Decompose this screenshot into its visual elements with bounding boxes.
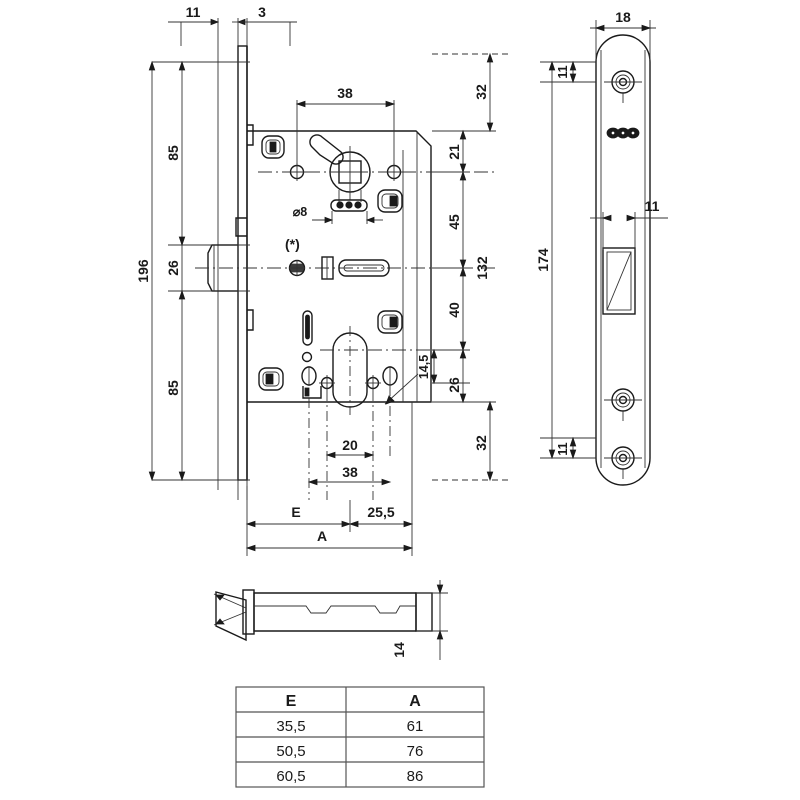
dim-latch-width: 11	[645, 198, 660, 214]
dim-bottom-segment: 85	[165, 380, 181, 396]
top-dimension-group: 11 3	[168, 4, 297, 500]
bottom-dimension-stack: 20 38 E 25,5 A	[245, 402, 414, 556]
cylinder-screw-hole-a	[319, 375, 335, 391]
table-cell-a-1: 61	[407, 718, 424, 735]
deadbolt-axis-group: (*)	[195, 236, 495, 280]
latch-tongue-upper	[235, 217, 247, 237]
lock-case-outline	[247, 130, 432, 403]
dim-middle-segment: 26	[165, 260, 181, 276]
dim-bolt-height: 14	[391, 642, 407, 658]
right-dimension-stack: 32 21 45 40 26 32 132 14,5	[417, 52, 510, 482]
case-fixing-slot-lower-left	[258, 367, 284, 391]
dim-latch-to-follower: 21	[446, 144, 462, 160]
table-cell-e-1: 35,5	[276, 718, 305, 735]
table-cell-a-2: 76	[407, 743, 424, 760]
bolt-detail-dimension: 14	[391, 580, 448, 660]
follower-spindle-hole	[329, 146, 371, 212]
dim-overall-label: A	[317, 528, 327, 544]
dim-centres-distance: 132	[474, 256, 490, 280]
case-fixing-slot-upper-left	[261, 135, 285, 159]
table-cell-e-2: 50,5	[276, 743, 305, 760]
dim-top-screw-margin: 11	[556, 65, 570, 78]
dim-screw-offset: 14,5	[417, 355, 431, 379]
dim-follower-zone: 45	[446, 214, 462, 230]
faceplate-screw-bottom	[604, 446, 642, 479]
case-fixing-slot-lower-right	[377, 310, 403, 334]
dim-overall-height: 196	[135, 259, 151, 283]
faceplate-latch-opening	[602, 247, 636, 315]
table-header-e: E	[286, 693, 297, 710]
dim-faceplate-offset: 11	[186, 4, 201, 20]
note-asterisk-marker: (*)	[285, 236, 300, 252]
dim-bottom-screw-margin: 11	[556, 442, 570, 455]
table-cell-e-3: 60,5	[276, 768, 305, 785]
faceplate-brand-mark	[606, 127, 640, 139]
dim-backset-label: E	[291, 504, 300, 520]
dim-top-segment: 85	[165, 145, 181, 161]
backset-table: E A 35,5 61 50,5 76 60,5 86	[235, 686, 485, 788]
faceplate-side-view	[595, 34, 651, 486]
dim-cylinder-backset: 38	[342, 464, 358, 480]
dim-cylinder-lower: 26	[446, 377, 462, 393]
faceplate-screw-mid	[604, 388, 642, 421]
dim-rear: 25,5	[367, 504, 394, 520]
dim-faceplate-length: 174	[535, 248, 551, 272]
dim-follower-diameter: ⌀8	[293, 205, 308, 219]
latch-bolt-detail-view	[213, 589, 433, 642]
cylinder-screw-hole-b	[365, 375, 381, 391]
dim-follower-to-cylinder: 40	[446, 302, 462, 318]
left-dimension-stack: 196 85 26 85	[135, 60, 250, 482]
cylinder-fixing-hole-left	[301, 366, 322, 399]
euro-cylinder-hole	[320, 326, 430, 415]
latch-lever-arm	[309, 134, 344, 165]
dim-diameter-8-group: ⌀8	[293, 205, 383, 224]
dim-top-edge-margin: 32	[473, 84, 489, 100]
dim-cylinder-width: 20	[342, 437, 358, 453]
dim-38-top-group: 38	[295, 85, 396, 166]
case-slot-small	[301, 310, 313, 363]
cylinder-fixing-hole-right	[382, 366, 398, 386]
side-view-dimension-group: 18 174 11 11 11	[535, 9, 668, 460]
faceplate-screw-top	[604, 70, 642, 103]
dim-faceplate-width: 18	[615, 9, 631, 25]
table-header-a: A	[409, 693, 421, 710]
case-fixing-slot-mid-right	[377, 189, 403, 213]
faceplate-profile	[237, 45, 254, 481]
table-cell-a-3: 86	[407, 768, 424, 785]
dim-follower-backset: 38	[337, 85, 353, 101]
dim-faceplate-thickness: 3	[258, 4, 266, 20]
dim-bottom-edge-margin: 32	[473, 435, 489, 451]
